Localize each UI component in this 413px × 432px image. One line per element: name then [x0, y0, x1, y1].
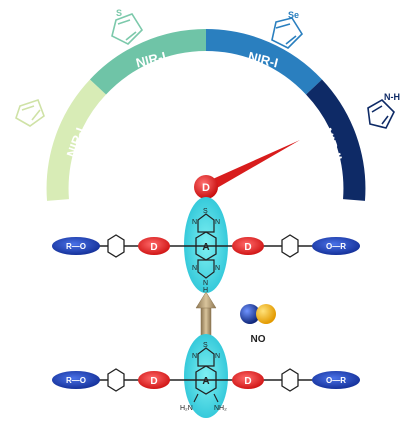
- benzene-right-bottom: [281, 368, 299, 392]
- acceptor-highlight-top: [184, 197, 228, 293]
- molecule-bottom: R—O D A N S N H₂N NH₂ D O—R: [52, 334, 360, 418]
- gauge-segment-1: [46, 79, 107, 201]
- terminal-oval-left-bottom: [52, 371, 100, 389]
- gauge-label-2: NIR-I: [134, 49, 167, 71]
- thiadiazole-n2-bottom: N: [215, 353, 220, 360]
- thiadiazole-s-top: S: [203, 208, 208, 215]
- donor-label-right-bottom: D: [244, 376, 251, 387]
- no-label: NO: [251, 334, 266, 345]
- benzene-left-bottom: [107, 368, 125, 392]
- pointer-label: D: [202, 182, 210, 194]
- furan-icon: [15, 98, 45, 127]
- thiadiazole-n2-top: N: [215, 219, 220, 226]
- benzene-left-top: [107, 234, 125, 258]
- terminal-oval-left-top: [52, 237, 100, 255]
- donor-right-bottom: [232, 371, 264, 389]
- thiadiazole-n1-bottom: N: [192, 353, 197, 360]
- no-molecule: NO: [240, 304, 276, 345]
- triazole-n1-top: N: [192, 265, 197, 272]
- oxygen-atom: [256, 304, 276, 324]
- thiadiazole-top: [197, 213, 215, 233]
- nitrogen-atom: [240, 304, 260, 324]
- reaction-arrow: [195, 291, 217, 345]
- acceptor-label-bottom: A: [202, 376, 209, 387]
- benzene-right-top: [281, 234, 299, 258]
- donor-left-bottom: [138, 371, 170, 389]
- pyrrole-nh-label: N-H: [384, 92, 400, 102]
- triazole-n2-top: N: [215, 265, 220, 272]
- thiophene-icon: [111, 13, 144, 45]
- amine-right-label: NH₂: [214, 405, 227, 412]
- gauge-label-3: NIR-I: [247, 49, 280, 71]
- donor-label-left-bottom: D: [150, 376, 157, 387]
- gauge-segment-2: [89, 29, 207, 95]
- acceptor-label-top: A: [202, 242, 209, 253]
- thiadiazole-s-bottom: S: [203, 342, 208, 349]
- thiadiazole-n1-top: N: [192, 219, 197, 226]
- triazole-top: [197, 259, 215, 279]
- triazole-nh-top: N: [203, 280, 208, 287]
- donor-left-top: [138, 237, 170, 255]
- terminal-label-right-top: O—R: [326, 242, 346, 251]
- amine-left-label: H₂N: [180, 405, 193, 412]
- selenophene-se-label: Se: [288, 10, 299, 20]
- thiadiazole-bottom: [197, 347, 215, 367]
- terminal-label-right-bottom: O—R: [326, 376, 346, 385]
- donor-label-right-top: D: [244, 242, 251, 253]
- terminal-label-left-top: R—O: [66, 242, 86, 251]
- gauge-segment-4: [305, 79, 366, 201]
- gauge-segment-3: [205, 29, 323, 95]
- acceptor-highlight-bottom: [184, 334, 228, 418]
- donor-label-left-top: D: [150, 242, 157, 253]
- gauge-pointer: [206, 140, 300, 192]
- triazole-h-top: H: [203, 287, 208, 294]
- terminal-label-left-bottom: R—O: [66, 376, 86, 385]
- terminal-oval-right-bottom: [312, 371, 360, 389]
- terminal-oval-right-top: [312, 237, 360, 255]
- pointer-hub: [194, 175, 218, 199]
- thiophene-s-label: S: [116, 8, 122, 18]
- selenophene-icon: [271, 17, 304, 49]
- donor-right-top: [232, 237, 264, 255]
- pyrrole-icon: [367, 99, 395, 129]
- molecule-top: R—O D A N S N N N N H D O—R: [52, 197, 360, 294]
